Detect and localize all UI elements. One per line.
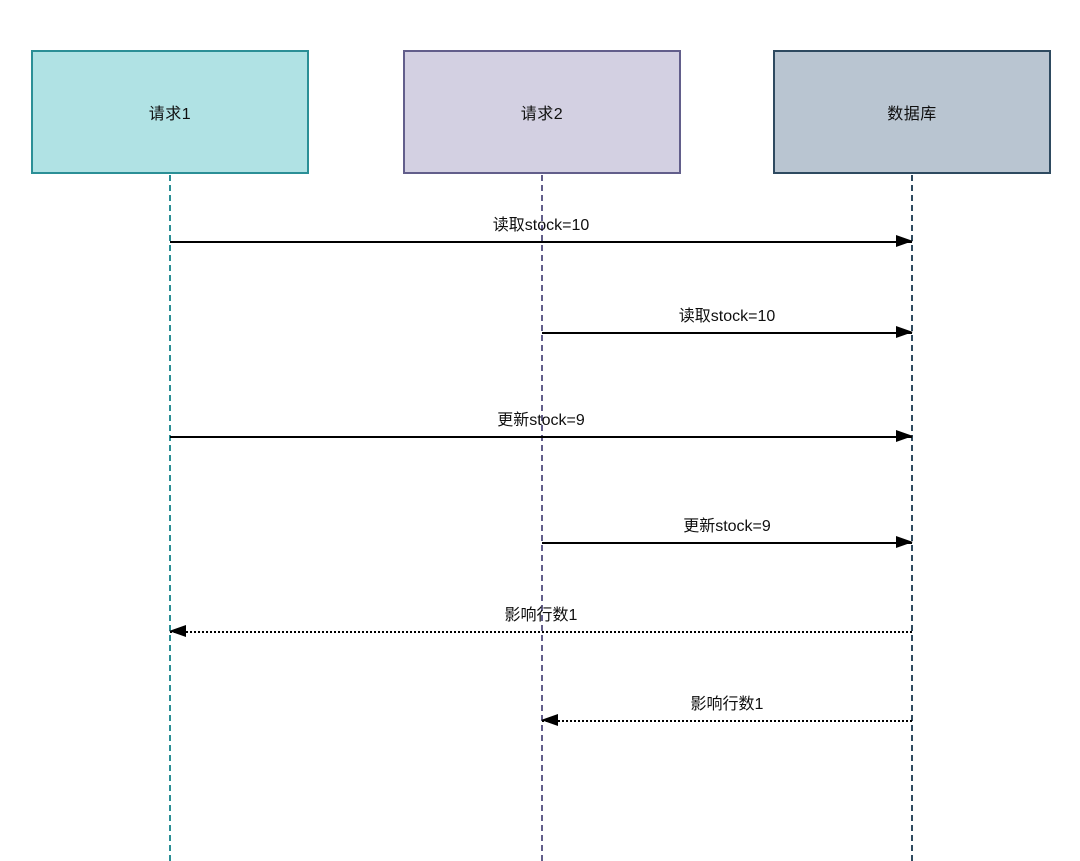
message-read-stock-request2-label: 读取stock=10 (678, 308, 776, 325)
message-affected-rows-request2-label: 影响行数1 (690, 696, 764, 713)
participant-request1-label: 请求1 (148, 106, 192, 123)
message-line (170, 241, 912, 243)
message-update-stock-request2-label: 更新stock=9 (683, 518, 771, 535)
message-line-dotted (542, 720, 912, 722)
message-line (170, 436, 912, 438)
message-update-stock-request1-label: 更新stock=9 (497, 412, 585, 429)
participant-request2-label: 请求2 (520, 106, 564, 123)
arrowhead-right-icon (896, 235, 913, 247)
participant-request2[interactable]: 请求2 (403, 50, 681, 174)
arrowhead-left-icon (169, 625, 186, 637)
arrowhead-left-icon (541, 714, 558, 726)
lifeline-request1 (169, 175, 171, 861)
participant-database-label: 数据库 (887, 106, 937, 123)
message-line (542, 332, 912, 334)
participant-request1[interactable]: 请求1 (31, 50, 309, 174)
message-affected-rows-request1-label: 影响行数1 (504, 607, 578, 624)
message-read-stock-request1-label: 读取stock=10 (492, 217, 590, 234)
arrowhead-right-icon (896, 430, 913, 442)
message-line (542, 542, 912, 544)
lifeline-database (911, 175, 913, 861)
participant-database[interactable]: 数据库 (773, 50, 1051, 174)
lifeline-request2 (541, 175, 543, 861)
message-line-dotted (170, 631, 912, 633)
arrowhead-right-icon (896, 326, 913, 338)
arrowhead-right-icon (896, 536, 913, 548)
